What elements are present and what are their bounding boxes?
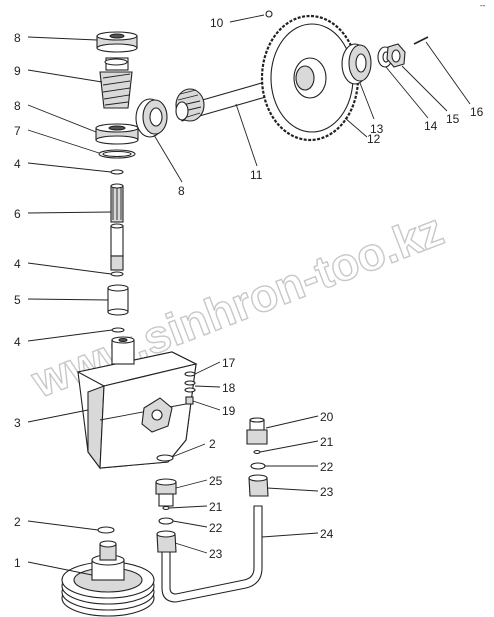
fitting-20 [246,417,268,445]
callout-6: 6 [14,207,21,221]
seal-18b [184,387,196,393]
nut-23-middle [156,530,177,553]
o-ring-4-top [110,169,124,175]
plug-19 [185,396,194,405]
washer-2-pulley [97,526,115,534]
callout-3: 3 [14,416,21,430]
fitting-25 [155,478,177,507]
large-gear [260,14,360,142]
pipe-24 [161,505,263,603]
ring-7-inner [102,150,132,158]
callout-15: 15 [446,112,460,126]
bushing-5 [107,284,129,316]
washer-22-middle [158,517,174,525]
callout-21: 21 [320,435,334,449]
bearing-8-shaft [135,98,168,138]
o-ring-4-bottom [111,327,125,333]
callout-24: 24 [320,527,334,541]
callout-23: 23 [209,547,223,561]
callout-8: 8 [14,31,21,45]
leader-lines [27,14,471,576]
callout-22: 22 [320,460,334,474]
pinion-9 [99,57,133,109]
pulley-1 [61,540,155,617]
seal-17 [184,371,196,377]
callout-10: 10 [210,16,224,30]
callout-7: 7 [14,124,21,138]
callout-8: 8 [178,184,185,198]
nut-23-right [248,474,269,497]
callout-23: 23 [320,485,334,499]
callout-4: 4 [14,335,21,349]
washer-22-right [250,462,266,470]
callout-1: 1 [14,556,21,570]
callout-9: 9 [14,64,21,78]
callout-11: 11 [250,168,263,182]
corner-mark: -- [480,1,486,10]
vertical-stack [95,31,139,333]
o-ring-21-middle [162,505,170,511]
o-ring-4-middle [110,271,124,277]
callout-19: 19 [222,404,236,418]
bearing-8-top [96,31,138,53]
washer-2-housing [156,454,174,462]
callout-5: 5 [14,293,21,307]
callout-16: 16 [470,105,484,119]
shaft-pinion [175,88,205,122]
callout-20: 20 [320,410,334,424]
bearing-8-middle [95,123,139,145]
callout-2: 2 [209,437,216,451]
callout-labels: 10 8 9 8 7 4 6 4 5 4 3 2 2 1 8 11 12 13 … [14,16,484,570]
callout-4: 4 [14,257,21,271]
shaft-assembly [135,10,429,142]
shaft-extension [110,223,124,271]
cotter-pin-16 [413,36,429,45]
seal-set-17-19 [184,371,196,405]
callout-18: 18 [222,381,236,395]
callout-22: 22 [209,521,223,535]
o-ring-21-right [253,449,261,455]
callout-17: 17 [222,356,236,370]
callout-14: 14 [424,119,438,133]
callout-12: 12 [367,132,381,146]
ball-10 [265,10,273,18]
splined-shaft-6 [110,183,124,223]
callout-4: 4 [14,157,21,171]
castle-nut-15 [386,43,406,68]
seal-18a [184,380,196,386]
callout-13: 13 [370,122,384,136]
callout-8: 8 [14,99,21,113]
pump-housing-3 [76,336,198,470]
callout-25: 25 [209,474,223,488]
bearing-13 [341,43,372,85]
callout-21: 21 [209,500,223,514]
callout-2: 2 [14,515,21,529]
